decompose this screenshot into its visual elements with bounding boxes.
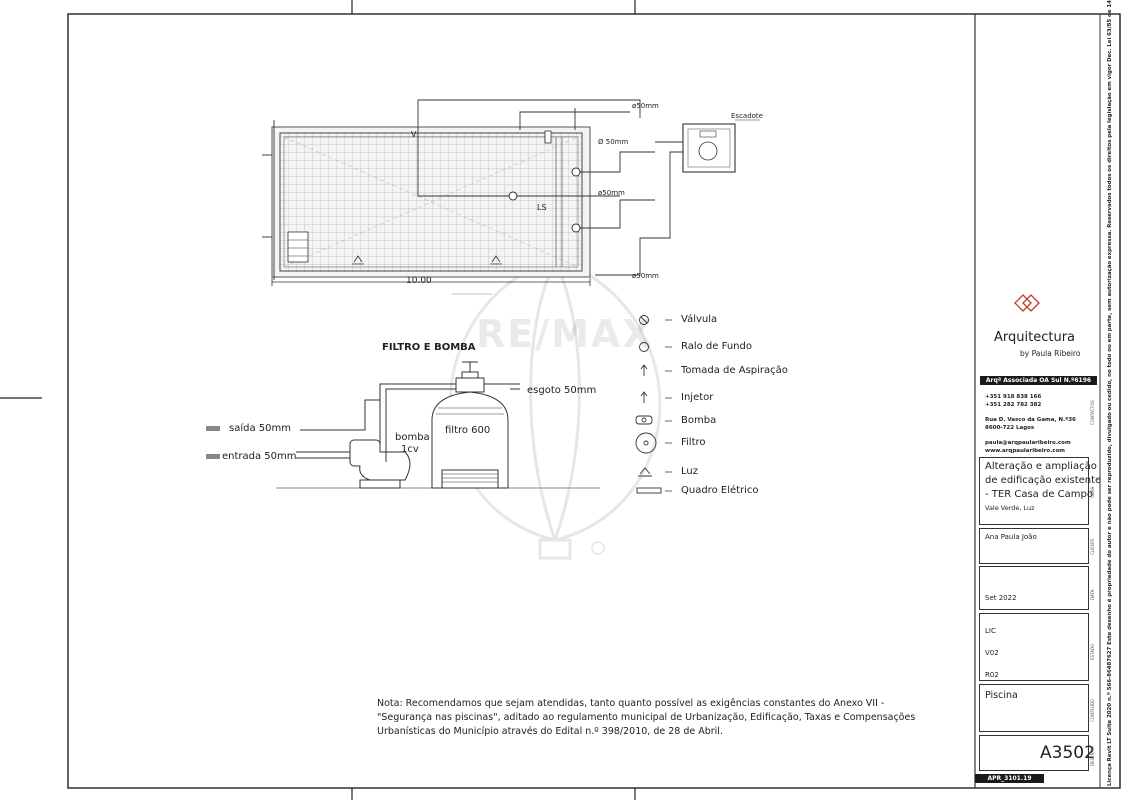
saida-label: saída 50mm <box>229 423 291 434</box>
address-1: Rua D. Vasco da Gama, N.º36 <box>985 417 1076 423</box>
obra-line-1: Alteração e ampliação <box>985 461 1097 472</box>
conteudo-value: Piscina <box>985 690 1018 701</box>
legend-valvula: Válvula <box>681 314 718 325</box>
legend-luz: Luz <box>681 466 698 477</box>
bomba-cv-label: 1cv <box>401 444 419 455</box>
estado-lic: LIC <box>985 627 996 635</box>
suction-icon <box>640 364 648 376</box>
legend-filtro: Filtro <box>681 437 706 448</box>
filtro-label: filtro 600 <box>445 425 491 436</box>
phone-2: +351 282 782 382 <box>985 401 1042 408</box>
project-code: APR_3101.19 <box>975 774 1044 783</box>
entrada-label: entrada 50mm <box>222 451 297 462</box>
legend-quadro: Quadro Elétrico <box>681 485 759 496</box>
note-line-2: "Segurança nas piscinas", aditado ao reg… <box>377 712 916 723</box>
website: www.arqpaularibeiro.com <box>985 447 1066 454</box>
dim-pipe-b: ø50mm <box>598 189 625 197</box>
cliente-box <box>979 528 1089 564</box>
note-line-3: Urbanísticas do Município através do Edi… <box>377 726 723 737</box>
obra-text: Alteração e ampliação de edificação exis… <box>985 460 1101 514</box>
filter-icon <box>635 432 657 454</box>
dim-length: 10.00 <box>406 276 432 286</box>
cliente-name: Ana Paula João <box>985 533 1037 541</box>
valve-icon <box>639 315 649 325</box>
label-cliente: CLIENTE <box>1090 538 1095 555</box>
brand-name: Arquitectura <box>994 330 1076 345</box>
label-data: DATA <box>1090 589 1095 600</box>
legend-bomba: Bomba <box>681 415 717 426</box>
drawing-number: A3502 <box>1040 743 1095 763</box>
estado-list: LIC V02 R02 <box>985 620 999 686</box>
estado-version: V02 <box>985 649 999 657</box>
panel-icon <box>636 487 662 494</box>
note-line-1: Nota: Recomendamos que sejam atendidas, … <box>377 698 885 709</box>
email: paula@arqpaularibeiro.com <box>985 440 1071 446</box>
legend-injetor: Injetor <box>681 392 714 403</box>
assoc-bar: Arqª Associada OA Sul N.º6196 <box>980 376 1097 385</box>
dim-pipe-top: ø50mm <box>632 102 659 110</box>
legend-tomada: Tomada de Aspiração <box>681 365 788 376</box>
brand-subtitle: by Paula Ribeiro <box>1020 349 1081 358</box>
light-icon <box>638 467 652 477</box>
pool-plan <box>262 99 760 295</box>
esgoto-label: esgoto 50mm <box>527 385 597 396</box>
obra-line-3: - TER Casa de Campo <box>985 489 1093 500</box>
dim-pipe-a: Ø 50mm <box>598 138 629 146</box>
legend-icons <box>635 315 662 494</box>
titleblock-frame <box>974 14 1101 788</box>
obra-box <box>979 457 1089 525</box>
label-conteudo: CONTEÚDO <box>1090 698 1095 722</box>
legend-ralo: Ralo de Fundo <box>681 341 752 352</box>
conteudo-box <box>979 684 1089 732</box>
label-obra: OBRA <box>1090 486 1095 498</box>
drain-icon <box>639 342 649 352</box>
entrada-marker <box>206 454 220 459</box>
safety-note: Nota: Recomendamos que sejam atendidas, … <box>377 697 915 739</box>
ls-mark: LS <box>537 203 547 212</box>
copyright-note: Licença Revit LT Suite 2020 n.º 566-8648… <box>1107 0 1113 786</box>
phone-1: +351 918 838 166 <box>985 394 1042 400</box>
date-value: Set 2022 <box>985 594 1017 602</box>
watermark-text: RE/MAX <box>476 312 654 356</box>
saida-marker <box>206 426 220 431</box>
estado-revision: R02 <box>985 671 999 679</box>
address-2: 8600-722 Lagos <box>985 424 1035 431</box>
label-contactos: CONTACTOS <box>1090 400 1095 425</box>
filter-pump-section <box>276 361 600 489</box>
v-mark: V <box>411 130 417 139</box>
contacts: +351 918 838 166 +351 282 782 382 Rua D.… <box>985 394 1076 455</box>
obra-location: Vale Verde, Luz <box>985 504 1035 512</box>
label-desenho: DESENHO <box>1090 746 1095 766</box>
bomba-label: bomba <box>395 432 430 443</box>
desenho-box <box>979 735 1089 771</box>
section-title: FILTRO E BOMBA <box>382 342 476 353</box>
injector-icon <box>640 391 648 403</box>
stair-label: Escadote <box>731 112 763 120</box>
obra-line-2: de edificação existente <box>985 475 1102 486</box>
label-estado: ESTADO <box>1090 643 1095 660</box>
estado-box <box>979 613 1089 681</box>
pump-icon <box>635 415 653 425</box>
dim-pipe-bottom: ø50mm <box>632 272 659 280</box>
data-box <box>979 566 1089 610</box>
